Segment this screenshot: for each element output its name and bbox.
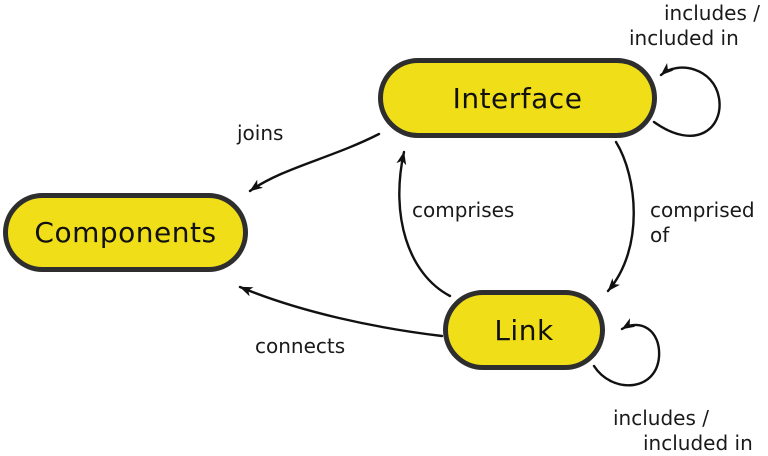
- edge-label-joins: joins: [237, 121, 284, 145]
- edge-label-interface-includes-line2: included in: [629, 26, 739, 50]
- node-interface: Interface: [378, 58, 657, 138]
- edge-link-self-loop-arrow: [592, 318, 661, 387]
- node-components-label: Components: [34, 216, 217, 249]
- node-link-label: Link: [494, 313, 554, 347]
- edge-connects-arrow: [238, 285, 444, 338]
- edge-comprises-arrow: [396, 150, 452, 298]
- edge-label-interface-includes-line1: includes /: [664, 1, 760, 25]
- edge-joins-arrow: [248, 132, 381, 193]
- edge-label-link-includes-line2: included in: [643, 431, 753, 455]
- edge-label-link-includes-line1: includes /: [613, 406, 709, 430]
- edge-label-comprises: comprises: [412, 198, 515, 222]
- edge-label-comprised-of: comprised of: [650, 198, 755, 248]
- edge-label-connects: connects: [255, 334, 346, 358]
- node-link: Link: [443, 290, 605, 370]
- node-components: Components: [3, 193, 248, 272]
- edge-label-comprised-of-line1: comprised: [650, 198, 755, 222]
- edge-label-comprised-of-line2: of: [650, 223, 670, 247]
- edge-comprised-of-arrow: [606, 140, 635, 293]
- edge-interface-self-loop-arrow: [652, 62, 721, 137]
- node-interface-label: Interface: [452, 81, 583, 115]
